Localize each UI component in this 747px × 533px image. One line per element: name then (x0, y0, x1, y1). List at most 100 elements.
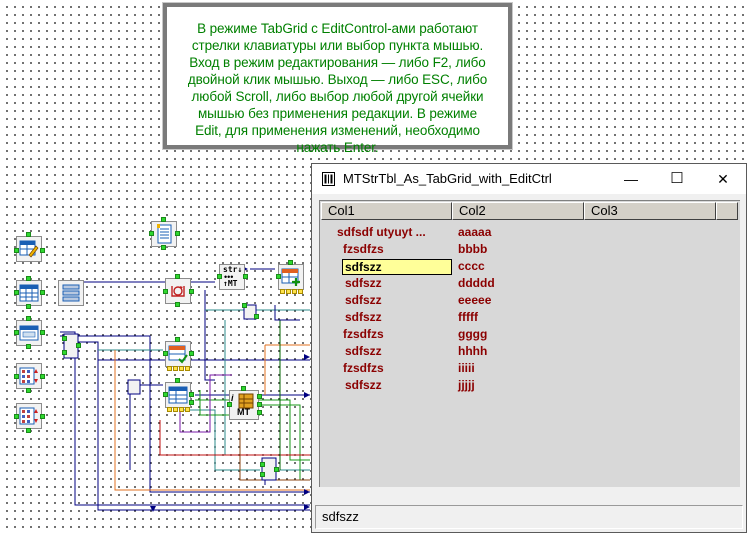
grid-cell-col1[interactable]: sdfszz (345, 310, 382, 324)
table-check-component[interactable] (165, 341, 191, 367)
grid-cell-col2[interactable]: iiiii (458, 361, 475, 375)
port[interactable] (14, 248, 19, 253)
list-component[interactable] (58, 280, 84, 306)
sort-table-component-2[interactable] (16, 403, 42, 429)
column-header-col3[interactable]: Col3 (584, 202, 716, 220)
port[interactable] (40, 374, 45, 379)
port[interactable] (26, 388, 31, 393)
port[interactable] (243, 274, 248, 279)
port[interactable] (179, 407, 184, 412)
grid-cell-col2[interactable]: aaaaa (458, 225, 492, 239)
port[interactable] (40, 248, 45, 253)
grid-cell-col2[interactable]: hhhh (458, 344, 488, 358)
grid-cell-col2[interactable]: cccc (458, 259, 485, 273)
port[interactable] (173, 407, 178, 412)
grid-cell-col1[interactable]: sdfszz (345, 344, 382, 358)
grid-cell-col2[interactable]: gggg (458, 327, 488, 341)
port[interactable] (257, 394, 262, 399)
port[interactable] (161, 245, 166, 250)
port[interactable] (175, 337, 180, 342)
port[interactable] (260, 462, 265, 467)
port[interactable] (40, 330, 45, 335)
str-mt-converter[interactable]: str↓ ••• ↑MT (219, 264, 245, 290)
port[interactable] (14, 290, 19, 295)
grid-cell-col1[interactable]: fzsdfzs (343, 242, 384, 256)
port[interactable] (298, 289, 303, 294)
column-header-col1[interactable]: Col1 (321, 202, 452, 220)
port[interactable] (40, 290, 45, 295)
grid-cell-col1[interactable]: sdfszz (345, 378, 382, 392)
port[interactable] (241, 386, 246, 391)
port[interactable] (163, 351, 168, 356)
port[interactable] (189, 392, 194, 397)
port[interactable] (167, 366, 172, 371)
port[interactable] (242, 303, 247, 308)
port[interactable] (26, 428, 31, 433)
table-add-component[interactable] (278, 264, 304, 290)
port[interactable] (14, 374, 19, 379)
port[interactable] (276, 274, 281, 279)
port[interactable] (175, 231, 180, 236)
port[interactable] (288, 260, 293, 265)
loop-component[interactable] (165, 278, 191, 304)
close-button[interactable]: ✕ (717, 171, 729, 187)
sort-table-component[interactable] (16, 363, 42, 389)
table-edit-component[interactable] (16, 236, 42, 262)
port[interactable] (257, 410, 262, 415)
port[interactable] (274, 467, 279, 472)
port[interactable] (14, 414, 19, 419)
port[interactable] (173, 366, 178, 371)
grid-window[interactable]: MTStrTbl_As_TabGrid_with_EditCtrl — ☐ ✕ … (311, 163, 747, 533)
grid-cell-col2[interactable]: fffff (458, 310, 478, 324)
port[interactable] (26, 344, 31, 349)
port[interactable] (163, 289, 168, 294)
port[interactable] (163, 392, 168, 397)
port[interactable] (189, 400, 194, 405)
window-component[interactable] (16, 320, 42, 346)
port[interactable] (257, 402, 262, 407)
maximize-button[interactable]: ☐ (670, 170, 684, 187)
table-view-component[interactable] (165, 382, 191, 408)
port[interactable] (179, 366, 184, 371)
port[interactable] (175, 302, 180, 307)
document-component[interactable] (151, 221, 177, 247)
grid-cell-col1[interactable]: fzsdfzs (343, 361, 384, 375)
port[interactable] (286, 289, 291, 294)
port[interactable] (189, 351, 194, 356)
grid-cell-col2[interactable]: jjjjj (458, 378, 475, 392)
grid-cell-col2[interactable]: eeeee (458, 293, 492, 307)
grid-cell-col2[interactable]: ddddd (458, 276, 495, 290)
port[interactable] (62, 336, 67, 341)
tab-grid[interactable]: Col1 Col2 Col3 sdfsdf utyuyt ... aaaaa f… (319, 200, 740, 487)
grid-cell-col2[interactable]: bbbb (458, 242, 488, 256)
minimize-button[interactable]: — (624, 171, 638, 187)
port[interactable] (149, 231, 154, 236)
port[interactable] (167, 407, 172, 412)
port[interactable] (254, 314, 259, 319)
port[interactable] (280, 289, 285, 294)
port[interactable] (185, 407, 190, 412)
port[interactable] (175, 378, 180, 383)
grid-cell-col1[interactable]: sdfszz (345, 276, 382, 290)
grid-cell-col1[interactable]: sdfsdf utyuyt ... (337, 225, 426, 239)
port[interactable] (292, 289, 297, 294)
port[interactable] (227, 402, 232, 407)
column-header-col2[interactable]: Col2 (452, 202, 584, 220)
cell-edit-field[interactable]: sdfszz (342, 259, 452, 275)
port[interactable] (185, 366, 190, 371)
port[interactable] (260, 472, 265, 477)
port[interactable] (62, 350, 67, 355)
port[interactable] (14, 330, 19, 335)
port[interactable] (175, 274, 180, 279)
port[interactable] (40, 414, 45, 419)
port[interactable] (26, 304, 31, 309)
window-titlebar[interactable]: MTStrTbl_As_TabGrid_with_EditCtrl — ☐ ✕ (312, 164, 746, 194)
mt-table-component[interactable]: i MT (229, 390, 259, 420)
port[interactable] (76, 343, 81, 348)
port[interactable] (26, 316, 31, 321)
table-component[interactable] (16, 280, 42, 306)
port[interactable] (26, 232, 31, 237)
port[interactable] (189, 289, 194, 294)
grid-cell-col1[interactable]: sdfszz (345, 293, 382, 307)
grid-cell-col1[interactable]: fzsdfzs (343, 327, 384, 341)
